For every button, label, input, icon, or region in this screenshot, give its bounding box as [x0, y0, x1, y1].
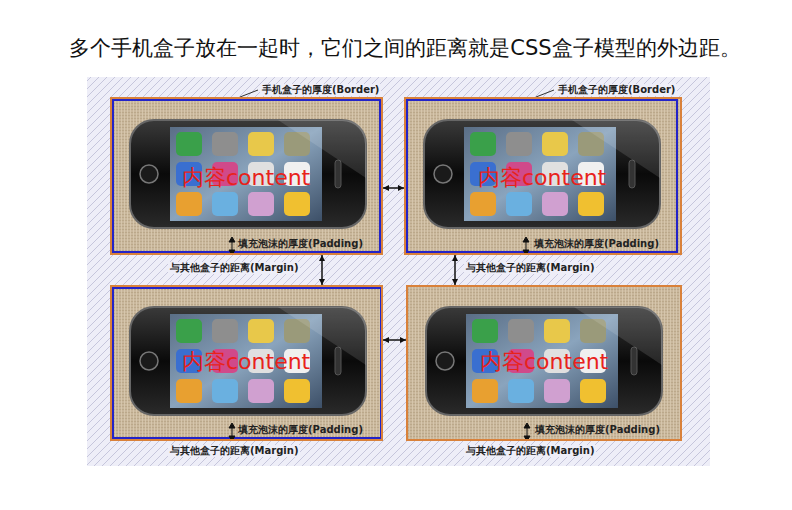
- box-fill: [110, 97, 682, 441]
- margin-arrow: [454, 255, 456, 285]
- label-anchor: 与其他盒子的距离(Margin): [464, 445, 596, 457]
- padding-label: 填充泡沫的厚度(Padding): [238, 424, 363, 436]
- margin-arrow: [321, 255, 323, 285]
- callout-label: 与其他盒子的距离(Margin): [168, 262, 300, 274]
- padding-label: 填充泡沫的厚度(Padding): [238, 238, 363, 250]
- content-label: 内容content: [182, 165, 310, 191]
- padding-label: 填充泡沫的厚度(Padding): [534, 238, 659, 250]
- callout-label: 与其他盒子的距离(Margin): [464, 262, 596, 274]
- callout-label: 手机盒子的厚度(Border): [556, 84, 677, 96]
- hatched-ground: [87, 77, 710, 466]
- title-anchor: 多个手机盒子放在一起时，它们之间的距离就是CSS盒子模型的外边距。: [0, 34, 792, 62]
- blue-outline: [113, 100, 677, 438]
- label-anchor: 与其他盒子的距离(Margin): [168, 262, 300, 274]
- phone-box: 内容content 填充泡沫的厚度(Padding): [110, 285, 383, 441]
- content-label: 内容content: [478, 165, 606, 191]
- label-anchor: 手机盒子的厚度(Border): [260, 84, 381, 96]
- content-label: 内容content: [480, 349, 608, 375]
- phone-box: 内容content 填充泡沫的厚度(Padding): [110, 97, 383, 255]
- phone-picture: [130, 120, 662, 415]
- margin-arrow: [383, 339, 406, 341]
- title: 多个手机盒子放在一起时，它们之间的距离就是CSS盒子模型的外边距。: [69, 34, 740, 62]
- callout-label: 与其他盒子的距离(Margin): [464, 445, 596, 457]
- padding-label: 填充泡沫的厚度(Padding): [535, 424, 660, 436]
- label-anchor: 与其他盒子的距离(Margin): [168, 445, 300, 457]
- margin-arrow: [383, 187, 404, 189]
- phone-box: 内容content 填充泡沫的厚度(Padding): [404, 97, 682, 255]
- label-anchor: 与其他盒子的距离(Margin): [464, 262, 596, 274]
- phone-box: 内容content 填充泡沫的厚度(Padding): [406, 285, 682, 441]
- callout-label: 与其他盒子的距离(Margin): [168, 445, 300, 457]
- content-label: 内容content: [182, 349, 310, 375]
- label-anchor: 手机盒子的厚度(Border): [556, 84, 677, 96]
- callout-label: 手机盒子的厚度(Border): [260, 84, 381, 96]
